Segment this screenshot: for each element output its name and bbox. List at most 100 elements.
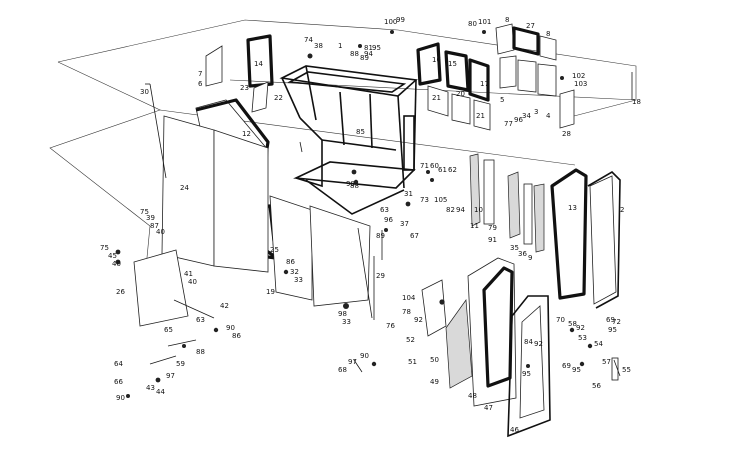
- part-label-p87: 87: [150, 222, 159, 230]
- part-label-p36: 36: [518, 250, 527, 258]
- part-label-p70: 70: [556, 316, 565, 324]
- part-label-p80: 80: [468, 20, 477, 28]
- part-label-p26: 26: [116, 288, 125, 296]
- part-label-p88b: 88: [350, 182, 359, 190]
- part-label-p66: 66: [114, 378, 123, 386]
- part-label-p60: 60: [430, 162, 439, 170]
- part-label-p5: 5: [500, 96, 504, 104]
- part-label-p57: 57: [602, 358, 611, 366]
- part-label-p13: 13: [568, 204, 577, 212]
- door-pillar-strips: [469, 153, 545, 253]
- door-13: [550, 168, 621, 309]
- part-label-p10: 10: [474, 206, 483, 214]
- part-label-p43: 43: [146, 384, 155, 392]
- part-label-p75b: 75: [100, 244, 109, 252]
- part-label-p19: 19: [266, 288, 275, 296]
- part-label-p88: 88: [350, 50, 359, 58]
- part-label-p82: 82: [446, 206, 455, 214]
- part-label-p86b: 86: [232, 332, 241, 340]
- part-label-p65: 65: [164, 326, 173, 334]
- part-label-p71: 71: [420, 162, 429, 170]
- rods-and-pillars: [145, 72, 633, 381]
- part-label-p4: 4: [546, 112, 551, 120]
- part-label-p104: 104: [402, 294, 416, 302]
- part-label-p47: 47: [484, 404, 493, 412]
- part-label-p40a: 40: [156, 228, 165, 236]
- part-label-p73: 73: [420, 196, 429, 204]
- part-label-p105: 105: [434, 196, 447, 204]
- part-label-p12: 12: [242, 130, 251, 138]
- part-label-p59: 59: [176, 360, 185, 368]
- part-label-p98: 98: [346, 180, 355, 188]
- part-label-p95a: 95: [372, 44, 381, 52]
- side-window-small: [205, 34, 274, 113]
- part-label-p55: 55: [622, 366, 631, 374]
- part-label-p90c: 90: [360, 352, 369, 360]
- part-label-p95d: 95: [572, 366, 581, 374]
- part-label-p44: 44: [156, 388, 165, 396]
- part-label-p40b: 40: [112, 260, 121, 268]
- rear-window-group: [416, 23, 575, 131]
- part-label-p1: 1: [338, 42, 342, 50]
- front-glass-panels: [161, 115, 371, 307]
- part-label-p22: 22: [274, 94, 283, 102]
- part-label-p92: 92: [414, 316, 423, 324]
- part-label-p24: 24: [180, 184, 189, 192]
- part-label-p30: 30: [140, 88, 149, 96]
- part-label-p27: 27: [526, 22, 535, 30]
- part-label-p96: 96: [514, 116, 523, 124]
- part-label-p9: 9: [528, 254, 532, 262]
- cab-frame-skeleton: [279, 65, 418, 215]
- part-label-p63: 63: [380, 206, 389, 214]
- part-label-p72: 72: [612, 318, 621, 326]
- part-label-p23: 23: [240, 84, 249, 92]
- part-label-p29: 29: [376, 272, 385, 280]
- part-label-p48: 48: [468, 392, 477, 400]
- hardware-fasteners: [115, 30, 593, 398]
- part-label-p32: 32: [290, 268, 299, 276]
- part-label-p31: 31: [404, 190, 413, 198]
- part-label-p28: 28: [562, 130, 571, 138]
- part-label-p68: 68: [338, 366, 347, 374]
- part-label-p7: 7: [198, 70, 202, 78]
- part-label-p45: 45: [108, 252, 117, 260]
- part-label-p100: 100: [384, 18, 397, 26]
- part-label-p62: 62: [448, 166, 457, 174]
- part-label-p103: 103: [574, 80, 587, 88]
- part-label-p99: 99: [396, 16, 405, 24]
- part-label-p75a: 75: [140, 208, 149, 216]
- part-label-p2: 2: [620, 206, 624, 214]
- part-label-p79: 79: [488, 224, 497, 232]
- part-label-p3: 3: [534, 108, 538, 116]
- part-label-p41: 41: [184, 270, 193, 278]
- part-label-p42: 42: [220, 302, 229, 310]
- part-label-p40c: 40: [188, 278, 197, 286]
- part-label-p63b: 63: [196, 316, 205, 324]
- part-label-p8a: 8: [505, 16, 509, 24]
- part-label-p56: 56: [592, 382, 601, 390]
- part-label-p17: 17: [480, 80, 489, 88]
- part-label-p52: 52: [406, 336, 415, 344]
- lower-door-assembly: [421, 257, 551, 438]
- part-label-p91: 91: [488, 236, 497, 244]
- part-label-p86: 86: [286, 258, 295, 266]
- part-label-p102: 102: [572, 72, 585, 80]
- part-label-p21a: 21: [432, 94, 441, 102]
- part-label-p92b: 92: [576, 324, 585, 332]
- part-label-p69b: 69: [562, 362, 571, 370]
- part-label-p77: 77: [504, 120, 513, 128]
- part-label-p94: 94: [364, 50, 373, 58]
- part-label-p11: 11: [470, 222, 479, 230]
- part-label-p58: 58: [568, 320, 577, 328]
- part-label-p6: 6: [198, 80, 203, 88]
- part-label-p49: 49: [430, 378, 439, 386]
- part-label-p69: 69: [606, 316, 615, 324]
- part-label-p90: 90: [226, 324, 235, 332]
- part-label-p20: 20: [456, 90, 465, 98]
- part-label-p61: 61: [438, 166, 447, 174]
- part-label-p8b: 8: [546, 30, 550, 38]
- part-label-p39: 39: [146, 214, 155, 222]
- part-label-p46: 46: [510, 426, 519, 434]
